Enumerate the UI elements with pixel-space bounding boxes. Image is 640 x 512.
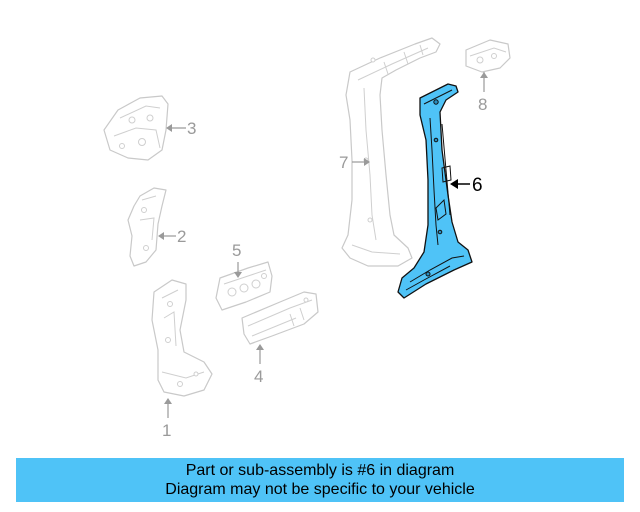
part-4-rocker <box>241 291 319 345</box>
callout-leaders <box>158 72 488 418</box>
part-3-bracket <box>103 95 169 161</box>
part-8-bracket <box>465 39 511 73</box>
part-2-gusset <box>127 187 167 267</box>
banner-line-2: Diagram may not be specific to your vehi… <box>165 481 475 498</box>
part-7-pillar-frame <box>341 37 441 267</box>
callout-8-label: 8 <box>478 95 487 114</box>
part-1-hinge-pillar <box>151 279 213 397</box>
banner-line-1: Part or sub-assembly is #6 in diagram <box>185 462 455 479</box>
part-5-reinforcement <box>215 261 273 311</box>
callout-6-label: 6 <box>472 175 483 196</box>
callout-1-label: 1 <box>162 421 171 440</box>
info-banner: Part or sub-assembly is #6 in diagram Di… <box>16 458 624 502</box>
callout-5-label: 5 <box>232 241 241 260</box>
callout-4-label: 4 <box>254 367 263 386</box>
parts-diagram: 1 2 3 4 5 6 7 8 <box>103 37 511 440</box>
callout-2-label: 2 <box>177 227 186 246</box>
part-6-center-pillar <box>397 83 473 299</box>
callout-7-label: 7 <box>339 153 348 172</box>
callout-3-label: 3 <box>187 119 196 138</box>
